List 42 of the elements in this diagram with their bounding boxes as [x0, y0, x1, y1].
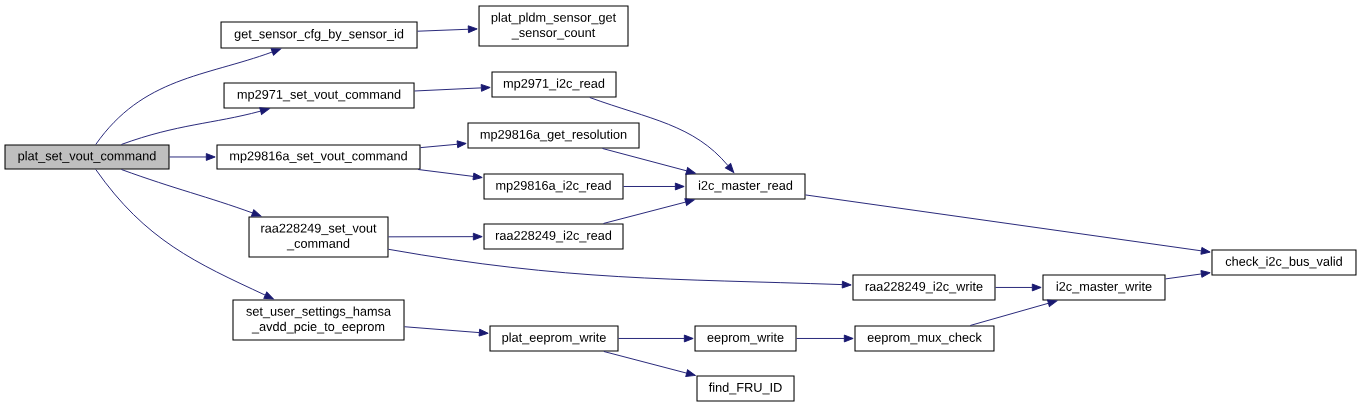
function-box: i2c_master_write [1042, 274, 1166, 301]
arrow [388, 232, 483, 241]
function-box: raa228249_i2c_write [852, 274, 996, 301]
arrow [969, 299, 1058, 326]
function-box: get_sensor_cfg_by_sensor_id [220, 21, 418, 49]
function-box: mp29816a_i2c_read [483, 173, 624, 200]
arrow [796, 334, 854, 343]
function-box: eeprom_write [694, 325, 797, 352]
arrow [120, 169, 262, 217]
function-box: plat_set_vout_command [4, 144, 170, 170]
function-box: plat_pldm_sensor_get _sensor_count [478, 5, 629, 47]
arrow [404, 326, 489, 337]
function-box: eeprom_mux_check [854, 325, 995, 352]
function-box: mp2971_set_vout_command [223, 82, 415, 109]
arrow [95, 48, 282, 145]
function-box: check_i2c_bus_valid [1211, 249, 1357, 276]
arrow [603, 198, 695, 224]
arrow [414, 84, 491, 92]
function-box: find_FRU_ID [696, 375, 795, 402]
function-box: i2c_master_read [685, 173, 806, 200]
function-box: set_user_settings_hamsa _avdd_pcie_to_eeprom [232, 299, 405, 341]
function-box: raa228249_set_vout _command [248, 216, 389, 258]
function-box: raa228249_i2c_read [483, 223, 624, 250]
function-box: mp2971_i2c_read [491, 71, 617, 98]
arrow [120, 107, 270, 145]
function-box: mp29816a_get_resolution [467, 122, 640, 149]
arrow [388, 248, 852, 289]
arrow [623, 182, 685, 191]
arrow [1165, 270, 1211, 280]
arrow [95, 169, 274, 300]
arrow [169, 153, 216, 161]
arrow [995, 283, 1042, 292]
arrow [618, 334, 694, 343]
function-box: mp29816a_set_vout_command [216, 144, 421, 170]
arrow [805, 194, 1211, 255]
arrow [589, 97, 735, 173]
arrow [420, 140, 467, 149]
arrow [603, 351, 696, 377]
function-box: plat_eeprom_write [489, 325, 619, 352]
arrow [417, 169, 483, 181]
arrow [417, 25, 478, 34]
arrow [602, 148, 696, 175]
